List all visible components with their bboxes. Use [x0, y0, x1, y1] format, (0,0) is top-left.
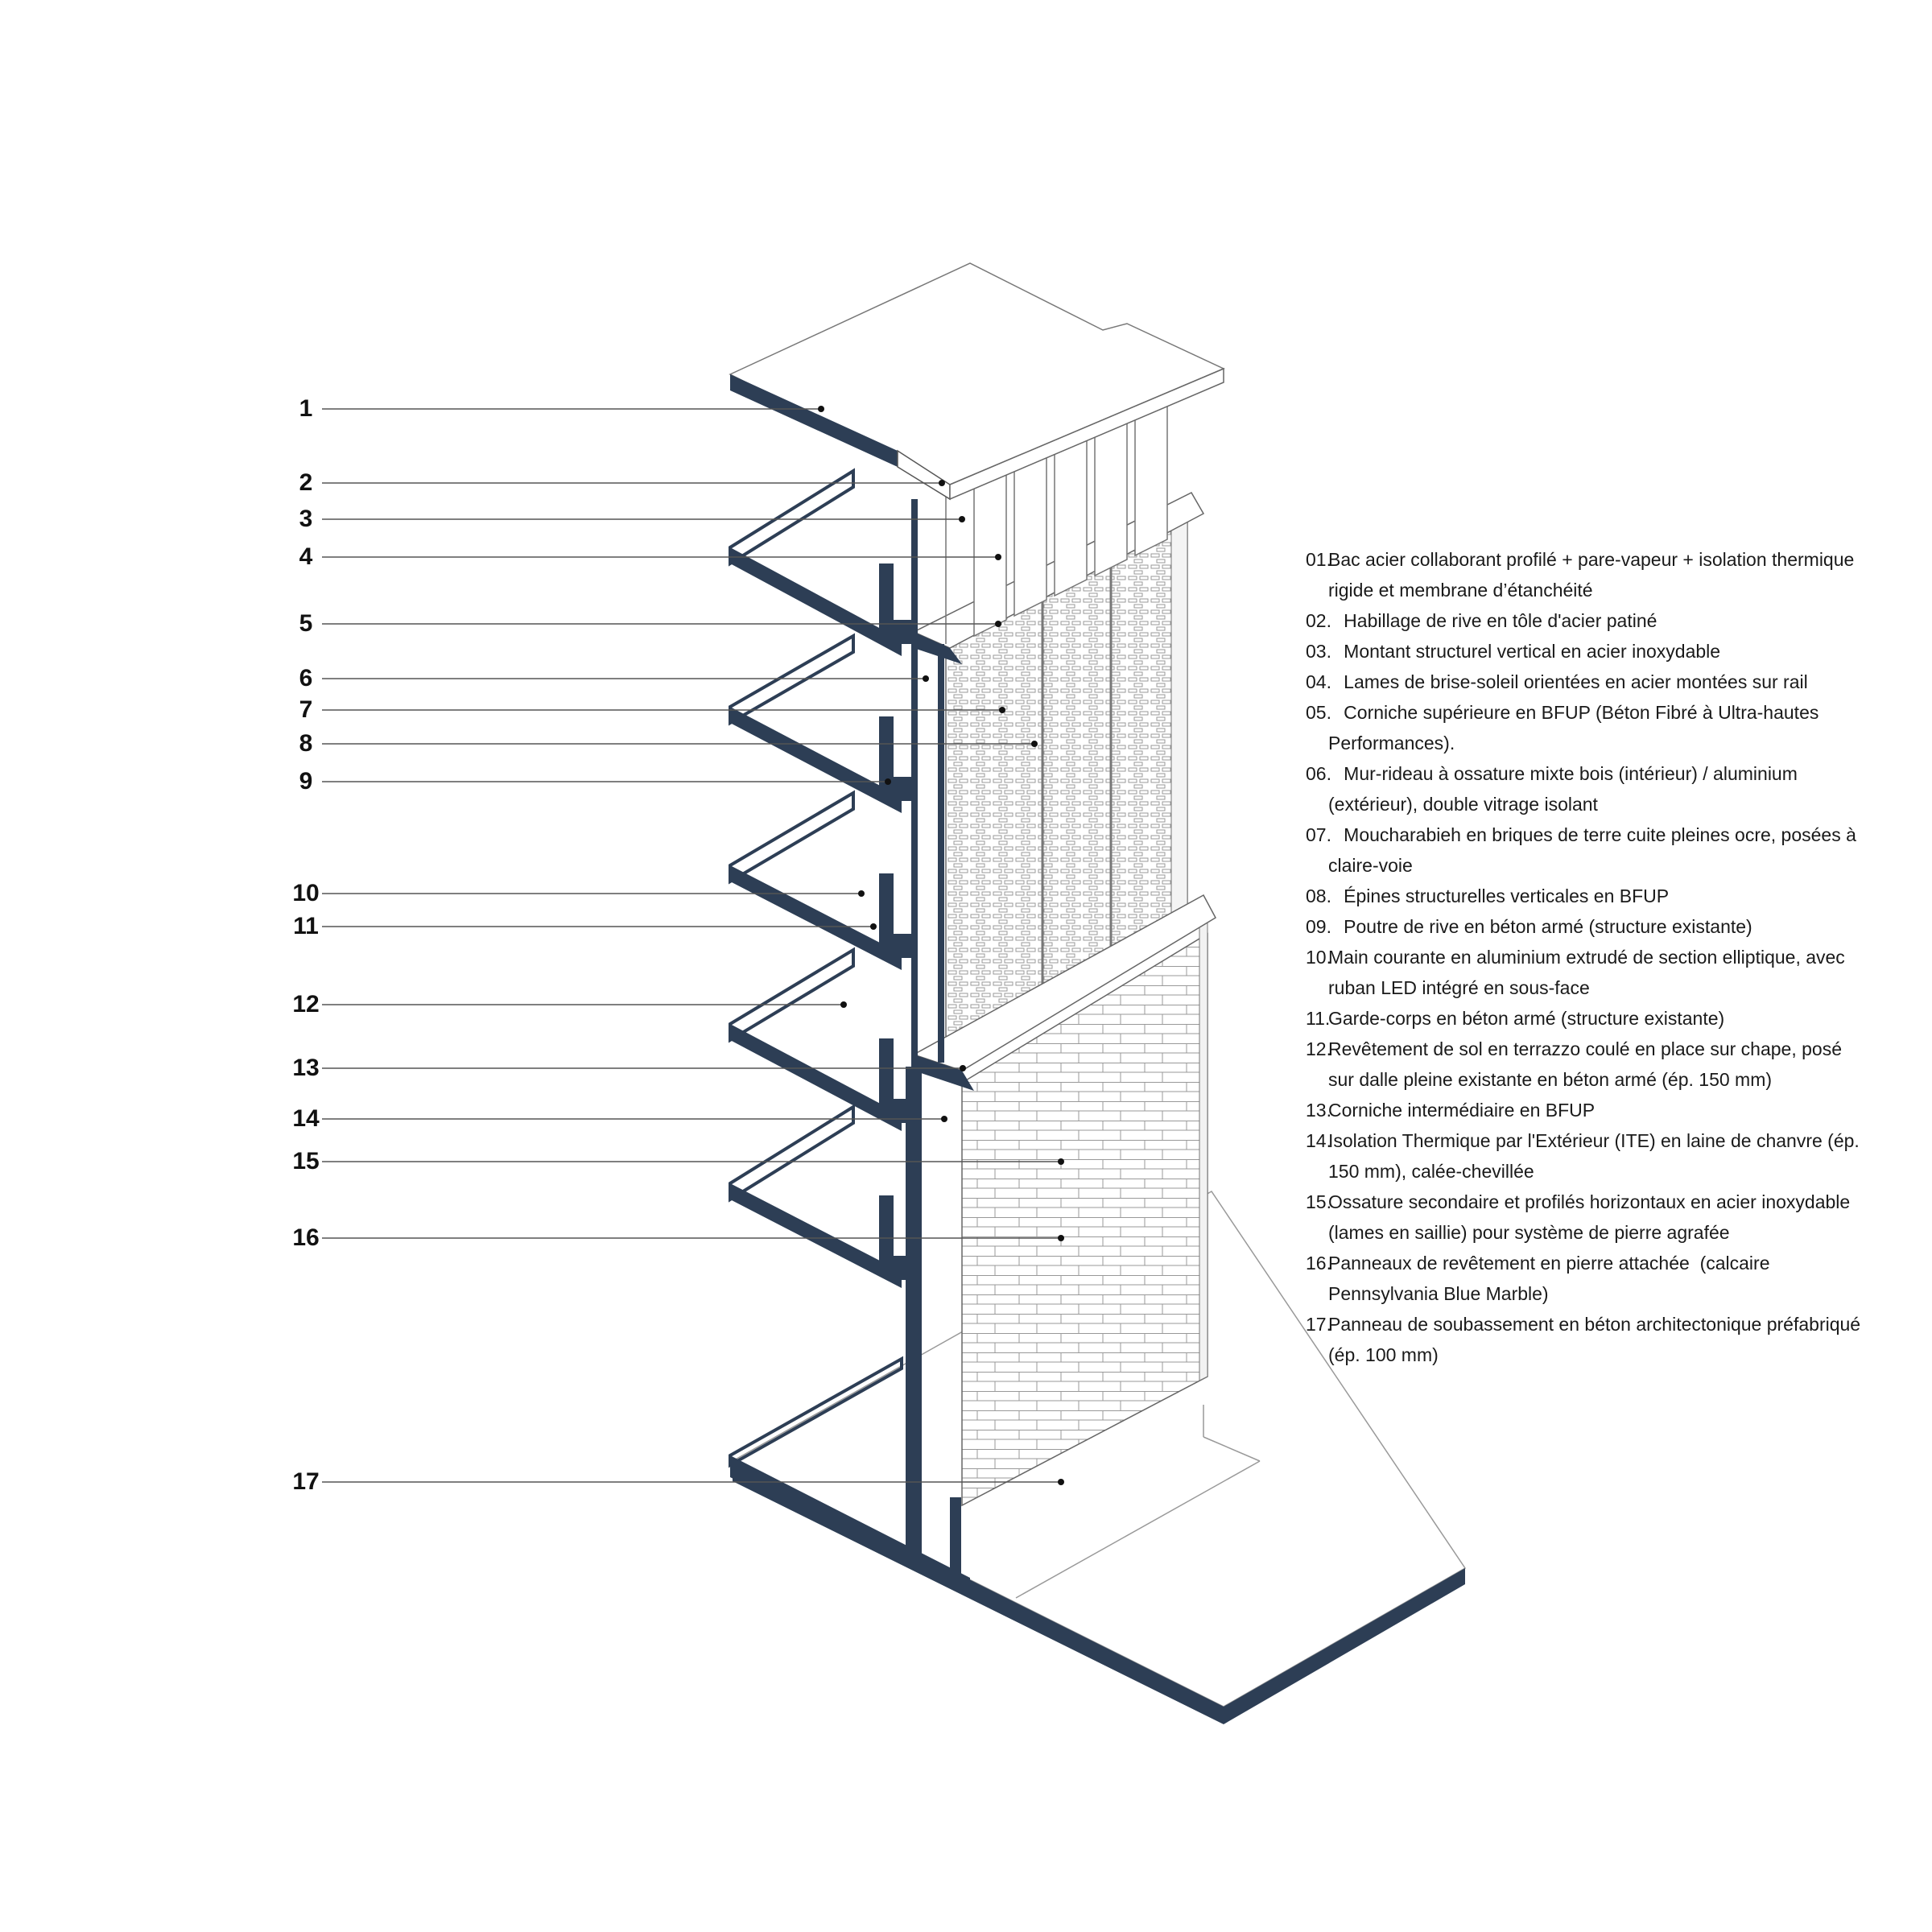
legend-text: Montant structurel vertical en acier ino… [1328, 641, 1721, 662]
roof-slab [729, 262, 1225, 501]
leader-dots [818, 406, 1064, 1485]
legend-code: 15. [1306, 1191, 1331, 1212]
legend-item: 16.Panneaux de revêtement en pierre atta… [1306, 1248, 1869, 1309]
legend-text: Revêtement de sol en terrazzo coulé en p… [1328, 1038, 1847, 1090]
legend-code: 03. [1306, 641, 1331, 662]
legend-item: 11.Garde-corps en béton armé (structure … [1306, 1003, 1869, 1034]
intermediate-cornice [912, 894, 1216, 1091]
legend-code: 02. [1306, 610, 1331, 631]
legend-code: 13. [1306, 1100, 1331, 1121]
callout-14: 14 [292, 1105, 320, 1132]
legend-item: 12.Revêtement de sol en terrazzo coulé e… [1306, 1034, 1869, 1095]
legend-item: 14.Isolation Thermique par l'Extérieur (… [1306, 1125, 1869, 1187]
legend-item: 03. Montant structurel vertical en acier… [1306, 636, 1869, 667]
legend-code: 04. [1306, 671, 1331, 692]
legend: 01.Bac acier collaborant profilé + pare-… [1306, 544, 1869, 1370]
legend-item: 17.Panneau de soubassement en béton arch… [1306, 1309, 1869, 1370]
legend-item: 10.Main courante en aluminium extrudé de… [1306, 942, 1869, 1003]
callout-8: 8 [299, 730, 313, 757]
callout-15: 15 [292, 1148, 320, 1174]
legend-item: 09. Poutre de rive en béton armé (struct… [1306, 911, 1869, 942]
legend-text: Moucharabieh en briques de terre cuite p… [1328, 824, 1862, 876]
legend-text: Garde-corps en béton armé (structure exi… [1328, 1008, 1725, 1029]
legend-text: Épines structurelles verticales en BFUP [1328, 886, 1670, 906]
callout-3: 3 [299, 506, 313, 532]
legend-code: 11. [1306, 1008, 1331, 1029]
legend-code: 07. [1306, 824, 1331, 845]
vertical-structure [879, 499, 961, 1574]
legend-code: 05. [1306, 702, 1331, 723]
callout-9: 9 [299, 768, 313, 795]
callout-4: 4 [299, 543, 313, 570]
legend-code: 12. [1306, 1038, 1331, 1059]
legend-text: Mur-rideau à ossature mixte bois (intéri… [1328, 763, 1803, 815]
legend-code: 08. [1306, 886, 1331, 906]
legend-item: 15.Ossature secondaire et profilés horiz… [1306, 1187, 1869, 1248]
leader-lines [322, 408, 1061, 1483]
legend-text: Poutre de rive en béton armé (structure … [1328, 916, 1752, 937]
legend-text: Bac acier collaborant profilé + pare-vap… [1328, 549, 1860, 601]
callout-7: 7 [299, 696, 313, 723]
legend-code: 09. [1306, 916, 1331, 937]
callout-1: 1 [299, 395, 313, 422]
legend-code: 16. [1306, 1253, 1331, 1274]
legend-item: 08. Épines structurelles verticales en B… [1306, 881, 1869, 911]
callout-17: 17 [292, 1468, 320, 1495]
callout-6: 6 [299, 665, 313, 691]
legend-code: 01. [1306, 549, 1331, 570]
legend-item: 07. Moucharabieh en briques de terre cui… [1306, 819, 1869, 881]
legend-code: 10. [1306, 947, 1331, 968]
stone-cladding-wall [961, 921, 1208, 1507]
legend-code: 06. [1306, 763, 1331, 784]
legend-text: Panneaux de revêtement en pierre attaché… [1328, 1253, 1775, 1304]
legend-item: 06. Mur-rideau à ossature mixte bois (in… [1306, 758, 1869, 819]
legend-item: 02. Habillage de rive en tôle d'acier pa… [1306, 605, 1869, 636]
callout-5: 5 [299, 610, 313, 637]
legend-code: 17. [1306, 1314, 1331, 1335]
legend-text: Isolation Thermique par l'Extérieur (ITE… [1328, 1130, 1865, 1182]
brise-soleil [945, 385, 1168, 644]
legend-text: Lames de brise-soleil orientées en acier… [1328, 671, 1808, 692]
brick-screen [945, 497, 1188, 1064]
legend-text: Corniche supérieure en BFUP (Béton Fibré… [1328, 702, 1824, 753]
callout-2: 2 [299, 469, 313, 496]
callout-10: 10 [292, 880, 320, 906]
legend-item: 05. Corniche supérieure en BFUP (Béton F… [1306, 697, 1869, 758]
callout-12: 12 [292, 991, 320, 1018]
legend-item: 04. Lames de brise-soleil orientées en a… [1306, 667, 1869, 697]
callout-13: 13 [292, 1055, 320, 1081]
legend-code: 14. [1306, 1130, 1331, 1151]
legend-item: 01.Bac acier collaborant profilé + pare-… [1306, 544, 1869, 605]
callout-11: 11 [293, 913, 319, 939]
legend-text: Main courante en aluminium extrudé de se… [1328, 947, 1851, 998]
legend-text: Panneau de soubassement en béton archite… [1328, 1314, 1866, 1365]
legend-item: 13.Corniche intermédiaire en BFUP [1306, 1095, 1869, 1125]
legend-text: Corniche intermédiaire en BFUP [1328, 1100, 1596, 1121]
legend-text: Habillage de rive en tôle d'acier patiné [1328, 610, 1657, 631]
callout-16: 16 [292, 1224, 320, 1251]
legend-text: Ossature secondaire et profilés horizont… [1328, 1191, 1856, 1243]
